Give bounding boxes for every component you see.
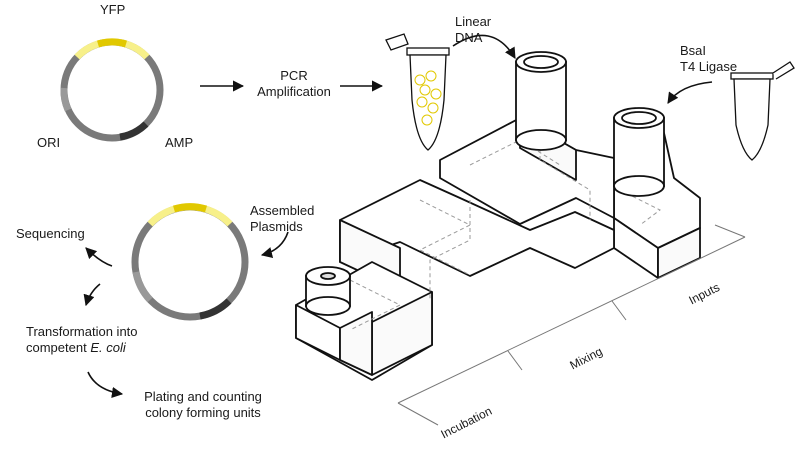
label-linear-line2: DNA (455, 30, 483, 45)
label-transform-line2: competent E. coli (26, 340, 138, 356)
enzyme-tube-icon (730, 61, 795, 161)
label-yfp: YFP (100, 2, 126, 17)
label-sequencing: Sequencing (16, 226, 85, 241)
label-pcr-line1: PCR (280, 68, 308, 83)
label-linear-line1: Linear (455, 14, 492, 29)
inlet-cylinder-left (515, 51, 567, 151)
label-enzymes: BsaI T4 Ligase (680, 43, 737, 75)
label-linear-dna: Linear DNA (455, 14, 491, 46)
outlet-cylinder (305, 266, 351, 316)
label-plating: Plating and counting colony forming unit… (128, 389, 278, 421)
pcr-tube-icon (385, 33, 450, 151)
label-pcr-line2: Amplification (257, 84, 331, 99)
plasmid-assembled (131, 203, 249, 321)
label-amp: AMP (165, 135, 194, 150)
label-ecoli: E. coli (90, 340, 126, 355)
arrow-linear-dna (452, 34, 516, 59)
label-enzyme-line1: BsaI (680, 43, 707, 58)
arrow-enzyme (667, 81, 713, 104)
arrow-sequencing (85, 247, 113, 267)
label-enzyme-line2: T4 Ligase (680, 59, 738, 74)
label-plating-line1: Plating and counting (144, 389, 262, 404)
label-transform-prefix: competent (26, 340, 91, 355)
label-assembled-line2: Plasmids (250, 219, 303, 234)
label-pcr: PCR Amplification (250, 68, 338, 100)
label-plating-line2: colony forming units (145, 405, 261, 420)
zone-axis (397, 224, 746, 426)
label-assembled: Assembled Plasmids (250, 203, 314, 235)
inlet-cylinder-right (613, 107, 665, 197)
arrow-assembled (260, 231, 289, 258)
arrow-transformation (83, 283, 101, 307)
arrow-plating (87, 371, 124, 398)
label-assembled-line1: Assembled (250, 203, 315, 218)
label-ori: ORI (37, 135, 61, 150)
label-transformation: Transformation into competent E. coli (26, 324, 138, 356)
plasmid-yfp (60, 38, 164, 142)
label-transform-line1: Transformation into (26, 324, 138, 339)
